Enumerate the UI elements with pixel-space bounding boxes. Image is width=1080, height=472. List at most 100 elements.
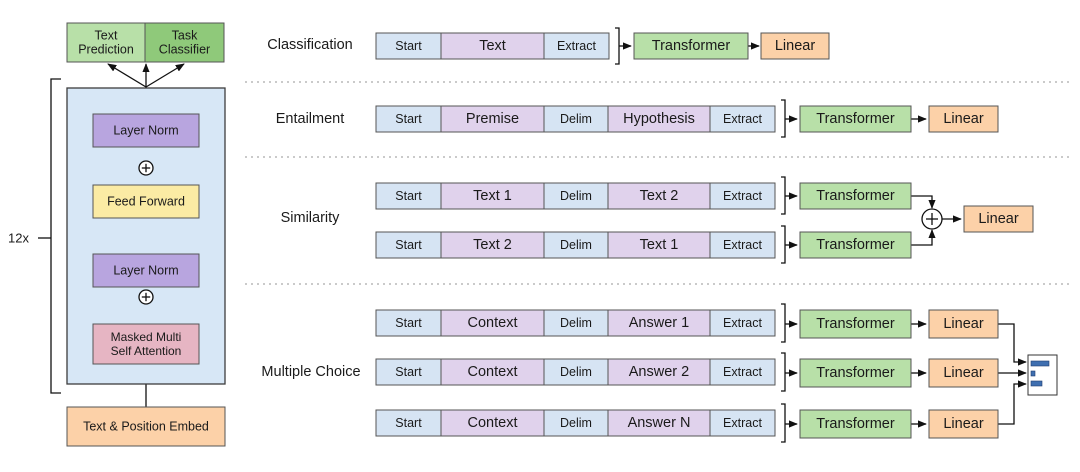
classification-transformer: Transformer xyxy=(633,32,749,60)
similarity-row-1-token-3: Text 1 xyxy=(607,231,711,259)
similarity-transformer-1: Transformer xyxy=(799,231,912,259)
entailment-token-4: Extract xyxy=(709,105,776,133)
similarity-row-1-token-0-label: Start xyxy=(395,238,422,252)
choice-row-1-token-2: Delim xyxy=(543,358,609,386)
choice-transformer-1: Transformer xyxy=(799,358,912,388)
choice-transformer-2: Transformer xyxy=(799,409,912,439)
repeat-label: 12x xyxy=(8,231,29,246)
similarity-row-1-token-3-label: Text 1 xyxy=(640,237,679,253)
choice-row-1-token-3-label: Answer 2 xyxy=(629,364,689,380)
choice-row-0-token-1-label: Context xyxy=(468,315,518,331)
classification-token-1-label: Text xyxy=(479,38,506,54)
classification-token-0-label: Start xyxy=(395,39,422,53)
choice-linear-0: Linear xyxy=(928,309,999,339)
choice-row-0-token-0-label: Start xyxy=(395,316,422,330)
choice-row-2-token-4: Extract xyxy=(709,409,776,437)
choice-bracket-0 xyxy=(781,303,786,343)
entailment-transformer: Transformer xyxy=(799,105,912,133)
similarity-add xyxy=(921,208,943,230)
choice-bracket-2 xyxy=(781,403,786,443)
choice-row-0-token-3-label: Answer 1 xyxy=(629,315,689,331)
task-label-similarity: Similarity xyxy=(281,210,341,226)
choice-linear-1-label: Linear xyxy=(943,365,983,381)
similarity-transformer-0-label: Transformer xyxy=(816,188,895,204)
text-prediction-head-label: Text xyxy=(95,28,118,42)
masked-self-attention-label: Masked Multi xyxy=(111,330,182,344)
choice-row-2-token-3-label: Answer N xyxy=(628,415,691,431)
choice-linear-2: Linear xyxy=(928,409,999,439)
choice-row-0-token-1: Context xyxy=(440,309,545,337)
choice-row-2-token-1: Context xyxy=(440,409,545,437)
layer-norm-bottom: Layer Norm xyxy=(92,253,200,288)
similarity-row-0-token-2: Delim xyxy=(543,182,609,210)
choice-row-2-token-1-label: Context xyxy=(468,415,518,431)
classification-linear: Linear xyxy=(760,32,830,60)
text-position-embed-label: Text & Position Embed xyxy=(83,420,209,434)
task-label-multiple-choice: Multiple Choice xyxy=(261,364,360,380)
text-prediction-head-label: Prediction xyxy=(78,43,134,57)
similarity-transformer-0: Transformer xyxy=(799,182,912,210)
similarity-row-0-token-4-label: Extract xyxy=(723,189,762,203)
choice-linear-0-label: Linear xyxy=(943,316,983,332)
similarity-row-1-token-4: Extract xyxy=(709,231,776,259)
choice-row-2-token-0-label: Start xyxy=(395,416,422,430)
connector-line xyxy=(107,63,147,88)
bar-chart-icon xyxy=(1027,354,1058,396)
connector-line xyxy=(145,63,185,88)
layer-norm-bottom-label: Layer Norm xyxy=(113,264,178,278)
task-classifier-head-label: Classifier xyxy=(159,43,210,57)
similarity-row-1-token-4-label: Extract xyxy=(723,238,762,252)
entailment-token-0-label: Start xyxy=(395,112,422,126)
layer-norm-top-label: Layer Norm xyxy=(113,124,178,138)
similarity-linear-label: Linear xyxy=(978,211,1018,227)
choice-row-2-token-0: Start xyxy=(375,409,442,437)
entailment-token-4-label: Extract xyxy=(723,112,762,126)
entailment-token-2: Delim xyxy=(543,105,609,133)
similarity-row-1-token-2: Delim xyxy=(543,231,609,259)
entailment-transformer-label: Transformer xyxy=(816,111,895,127)
entailment-token-2-label: Delim xyxy=(560,112,592,126)
choice-row-1-token-2-label: Delim xyxy=(560,365,592,379)
choice-row-1-token-3: Answer 2 xyxy=(607,358,711,386)
choice-row-2-token-2: Delim xyxy=(543,409,609,437)
choice-row-0-token-0: Start xyxy=(375,309,442,337)
entailment-token-1-label: Premise xyxy=(466,111,519,127)
choice-transformer-1-label: Transformer xyxy=(816,365,895,381)
classification-transformer-label: Transformer xyxy=(652,38,731,54)
residual-add-top xyxy=(138,160,154,176)
choice-row-1-token-1: Context xyxy=(440,358,545,386)
similarity-row-0-token-1-label: Text 1 xyxy=(473,188,512,204)
choice-row-0-token-2: Delim xyxy=(543,309,609,337)
choice-transformer-0: Transformer xyxy=(799,309,912,339)
classification-token-1: Text xyxy=(440,32,545,60)
masked-self-attention-label: Self Attention xyxy=(111,344,182,358)
task-classifier-head-label: Task xyxy=(172,28,198,42)
choice-bracket-1 xyxy=(781,352,786,392)
similarity-transformer-1-label: Transformer xyxy=(816,237,895,253)
entailment-linear: Linear xyxy=(928,105,999,133)
choice-linear-2-label: Linear xyxy=(943,416,983,432)
similarity-row-0-token-4: Extract xyxy=(709,182,776,210)
connector-line xyxy=(998,323,1027,366)
similarity-row-0-token-3: Text 2 xyxy=(607,182,711,210)
entailment-bracket xyxy=(781,99,786,138)
choice-row-1-token-0: Start xyxy=(375,358,442,386)
similarity-row-0-token-0: Start xyxy=(375,182,442,210)
similarity-row-0-token-3-label: Text 2 xyxy=(640,188,679,204)
text-position-embed: Text & Position Embed xyxy=(66,406,226,447)
classification-token-2: Extract xyxy=(543,32,610,60)
connector-line xyxy=(998,380,1027,425)
similarity-row-0-token-2-label: Delim xyxy=(560,189,592,203)
similarity-row-1-token-0: Start xyxy=(375,231,442,259)
choice-row-0-token-3: Answer 1 xyxy=(607,309,711,337)
choice-linear-1: Linear xyxy=(928,358,999,388)
feed-forward-label: Feed Forward xyxy=(107,195,185,209)
choice-row-1-token-4-label: Extract xyxy=(723,365,762,379)
classification-token-2-label: Extract xyxy=(557,39,596,53)
entailment-token-3-label: Hypothesis xyxy=(623,111,695,127)
similarity-bracket-1 xyxy=(781,225,786,264)
